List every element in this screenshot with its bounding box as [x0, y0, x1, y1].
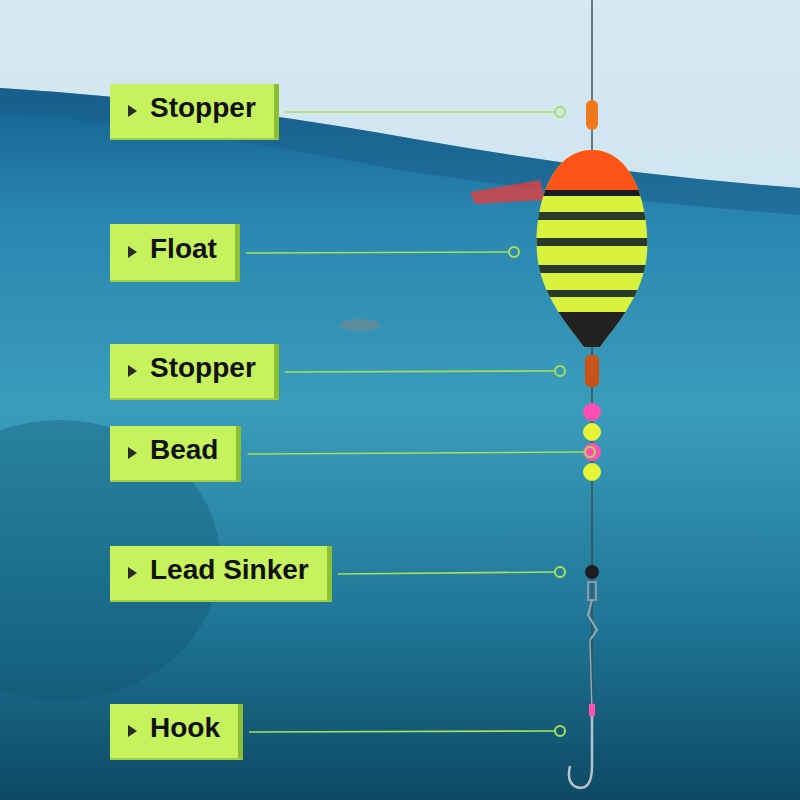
part-label-box: Stopper	[110, 344, 279, 400]
leader-line	[249, 731, 554, 732]
float-fin	[470, 180, 545, 204]
top-stopper	[586, 100, 598, 130]
leader-line	[338, 572, 554, 574]
part-name: Float	[150, 233, 217, 264]
part-name: Hook	[150, 712, 220, 743]
leader-dot	[509, 247, 519, 257]
part-label-box: Stopper	[110, 84, 279, 140]
lead-sinker	[585, 565, 599, 579]
lower-stopper	[585, 355, 599, 387]
leader-dot	[555, 366, 565, 376]
hook	[569, 716, 592, 788]
swivel	[588, 582, 596, 600]
leader-line	[285, 111, 554, 113]
leader-line	[285, 371, 554, 372]
triangle-marker	[128, 447, 137, 459]
part-name: Lead Sinker	[150, 554, 309, 585]
leader-dot	[555, 726, 565, 736]
leader-dot	[555, 567, 565, 577]
triangle-marker	[128, 365, 137, 377]
part-label-box: Hook	[110, 704, 243, 760]
leader-line	[246, 252, 508, 253]
part-name: Stopper	[150, 92, 256, 123]
leader-dot	[555, 107, 565, 117]
leader-line	[590, 640, 592, 712]
part-name: Bead	[150, 434, 218, 465]
bead	[583, 423, 601, 441]
triangle-marker	[128, 105, 137, 117]
bead	[583, 463, 601, 481]
hook-sleeve	[589, 704, 595, 716]
bead	[583, 443, 601, 461]
part-label-box: Float	[110, 224, 240, 282]
triangle-marker	[128, 246, 137, 258]
fish	[340, 319, 380, 331]
leader-dot	[585, 447, 595, 457]
float	[530, 140, 660, 362]
water	[0, 88, 800, 800]
triangle-marker	[128, 567, 137, 579]
triangle-marker	[128, 725, 137, 737]
part-label-box: Lead Sinker	[110, 546, 332, 602]
leader-line	[247, 452, 584, 454]
bead	[583, 403, 601, 421]
snap	[588, 600, 597, 640]
part-label-box: Bead	[110, 426, 241, 482]
part-name: Stopper	[150, 352, 256, 383]
